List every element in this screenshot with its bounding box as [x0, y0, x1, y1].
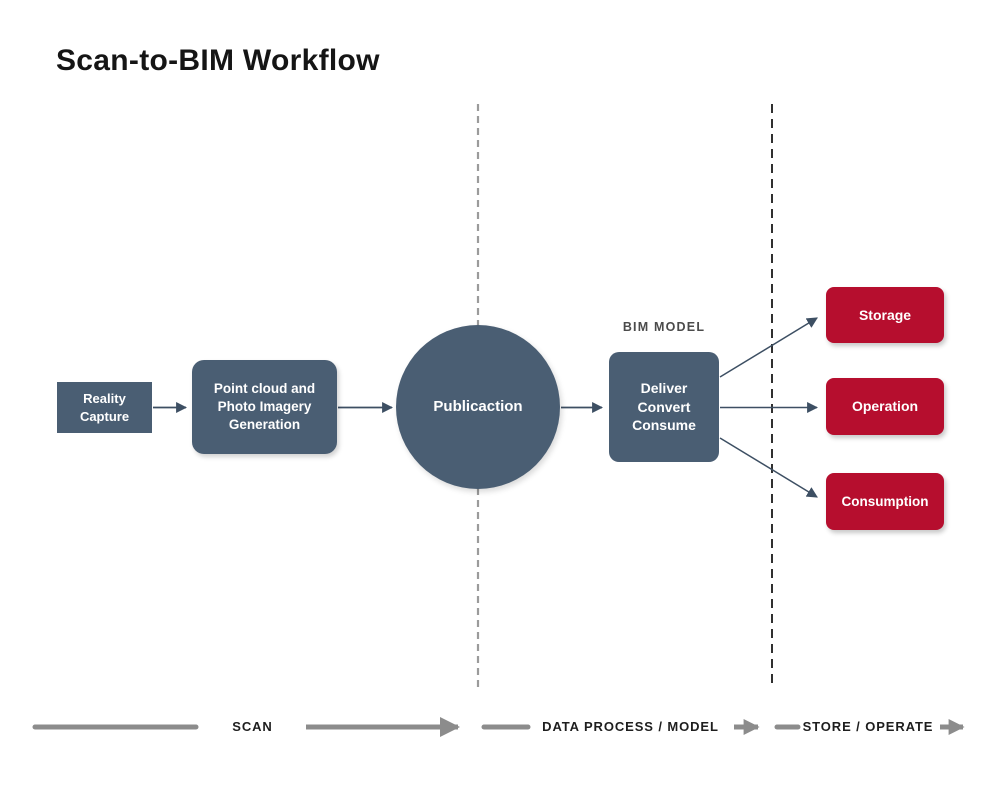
phase-label-scan: SCAN [232, 719, 273, 734]
node-operation: Operation [826, 378, 944, 435]
node-deliver-convert-consume: Deliver Convert Consume [609, 352, 719, 462]
node-point-cloud-generation: Point cloud and Photo Imagery Generation [192, 360, 337, 454]
node-reality-capture: Reality Capture [57, 382, 152, 433]
phase-label-data-process-model: DATA PROCESS / MODEL [542, 719, 719, 734]
arrow-deliver-to-consumption [719, 437, 818, 498]
node-publication: Publicaction [396, 325, 560, 489]
node-storage: Storage [826, 287, 944, 343]
bim-model-caption: BIM MODEL [622, 320, 706, 334]
page-title: Scan-to-BIM Workflow [56, 44, 380, 77]
node-consumption: Consumption [826, 473, 944, 530]
arrow-deliver-to-storage [719, 317, 818, 378]
phase-label-store-operate: STORE / OPERATE [802, 719, 934, 734]
